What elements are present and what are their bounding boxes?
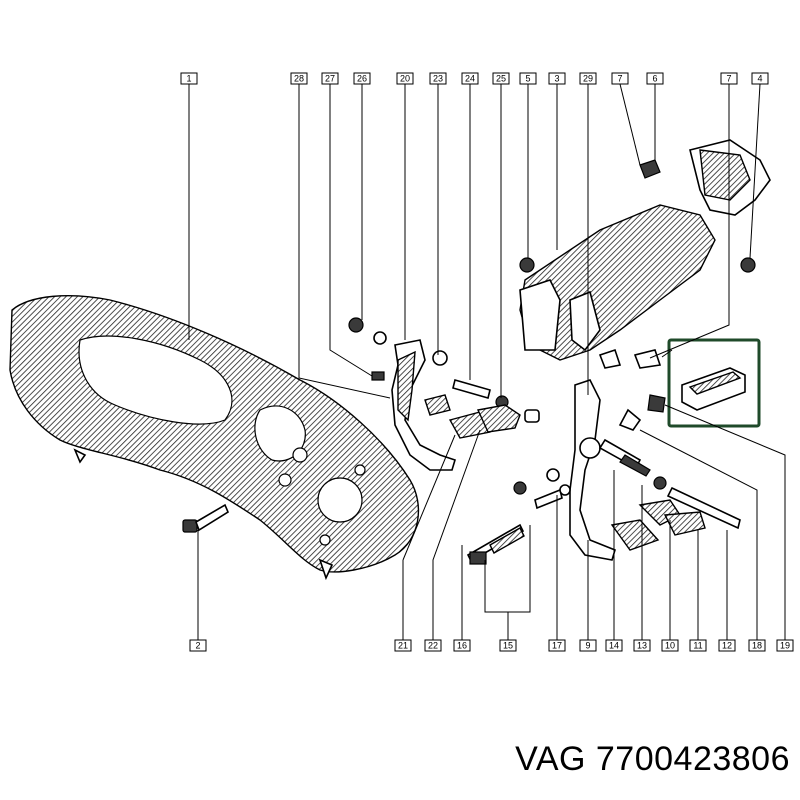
- callout-26: 26: [353, 72, 371, 85]
- callout-18: 18: [748, 639, 766, 652]
- callout-7a: 7: [611, 72, 629, 85]
- callout-20: 20: [396, 72, 414, 85]
- brake-pedal: [569, 379, 741, 561]
- callouts-bottom: 2 21 22 16 15 17 9 14 13 10 11 12 18 19: [189, 639, 794, 652]
- callout-11: 11: [689, 639, 707, 652]
- svg-text:26: 26: [357, 74, 367, 84]
- svg-text:28: 28: [294, 74, 304, 84]
- bolt-part-2: [182, 503, 230, 533]
- callout-1: 1: [180, 72, 198, 85]
- clutch-pedal: [348, 317, 540, 471]
- svg-text:21: 21: [398, 641, 408, 651]
- svg-text:23: 23: [433, 74, 443, 84]
- pushrod-adjuster: [466, 468, 571, 565]
- svg-text:7: 7: [617, 74, 622, 84]
- svg-text:22: 22: [428, 641, 438, 651]
- callout-15: 15: [499, 639, 517, 652]
- callout-6: 6: [646, 72, 664, 85]
- svg-text:10: 10: [665, 641, 675, 651]
- svg-text:6: 6: [652, 74, 657, 84]
- svg-text:16: 16: [457, 641, 467, 651]
- svg-text:9: 9: [585, 641, 590, 651]
- callout-7b: 7: [720, 72, 738, 85]
- svg-text:2: 2: [195, 641, 200, 651]
- callout-27: 27: [321, 72, 339, 85]
- svg-text:4: 4: [757, 74, 762, 84]
- leader-lines: [188, 83, 786, 640]
- pedal-bracket-assembly: [519, 139, 771, 369]
- svg-text:19: 19: [780, 641, 790, 651]
- callouts-top: 1 28 27 26 20 23 24 25 5 3 29 7 6 7 4: [180, 72, 769, 85]
- callout-29: 29: [579, 72, 597, 85]
- svg-text:7: 7: [726, 74, 731, 84]
- callout-23: 23: [429, 72, 447, 85]
- callout-3: 3: [548, 72, 566, 85]
- svg-text:18: 18: [752, 641, 762, 651]
- part-number-caption: VAG 7700423806: [515, 740, 790, 778]
- callout-14: 14: [605, 639, 623, 652]
- callout-4: 4: [751, 72, 769, 85]
- svg-text:5: 5: [525, 74, 530, 84]
- svg-text:25: 25: [496, 74, 506, 84]
- svg-text:14: 14: [609, 641, 619, 651]
- callout-13: 13: [633, 639, 651, 652]
- svg-text:3: 3: [554, 74, 559, 84]
- bulkhead-panel: [9, 294, 420, 581]
- callout-25: 25: [492, 72, 510, 85]
- callout-28: 28: [290, 72, 308, 85]
- callout-12: 12: [718, 639, 736, 652]
- callout-24: 24: [461, 72, 479, 85]
- callout-2: 2: [189, 639, 207, 652]
- svg-text:15: 15: [503, 641, 513, 651]
- callout-9: 9: [579, 639, 597, 652]
- callout-21: 21: [394, 639, 412, 652]
- svg-text:12: 12: [722, 641, 732, 651]
- highlighted-part-box: [661, 338, 761, 428]
- callout-22: 22: [424, 639, 442, 652]
- svg-text:20: 20: [400, 74, 410, 84]
- callout-10: 10: [661, 639, 679, 652]
- svg-text:24: 24: [465, 74, 475, 84]
- svg-text:29: 29: [583, 74, 593, 84]
- svg-text:11: 11: [693, 641, 702, 651]
- callout-5: 5: [519, 72, 537, 85]
- callout-17: 17: [548, 639, 566, 652]
- svg-text:27: 27: [325, 74, 335, 84]
- svg-text:17: 17: [552, 641, 562, 651]
- callout-19: 19: [776, 639, 794, 652]
- callout-16: 16: [453, 639, 471, 652]
- svg-text:1: 1: [186, 74, 191, 84]
- svg-text:13: 13: [637, 641, 647, 651]
